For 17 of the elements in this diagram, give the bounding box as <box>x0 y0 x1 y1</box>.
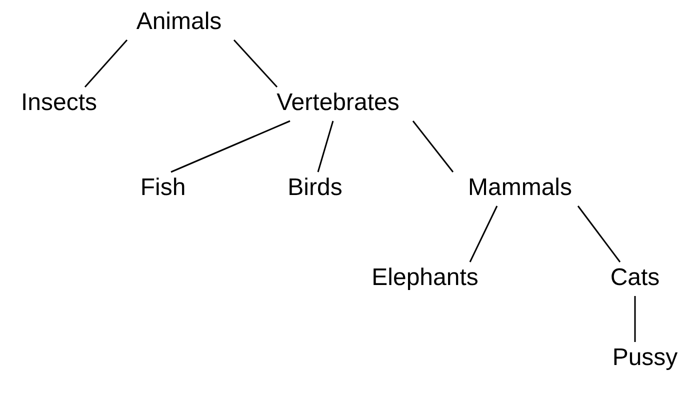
connector-line <box>317 120 334 172</box>
connector-line <box>84 40 128 88</box>
category-label: Birds <box>284 162 346 214</box>
connector-line <box>469 206 498 262</box>
category-label: Mammals <box>464 162 576 214</box>
connector-line <box>577 206 621 262</box>
category-label: Pussy <box>608 332 682 384</box>
connector-line <box>170 120 290 173</box>
category-label: Elephants <box>368 252 482 304</box>
connector-line <box>634 296 636 342</box>
category-label: Animals <box>132 0 226 48</box>
category-label: Insects <box>16 77 102 129</box>
category-label: Vertebrates <box>272 77 404 129</box>
category-label: Cats <box>606 252 664 304</box>
connector-line <box>412 120 454 172</box>
category-label: Fish <box>136 162 190 214</box>
connector-line <box>233 40 278 88</box>
